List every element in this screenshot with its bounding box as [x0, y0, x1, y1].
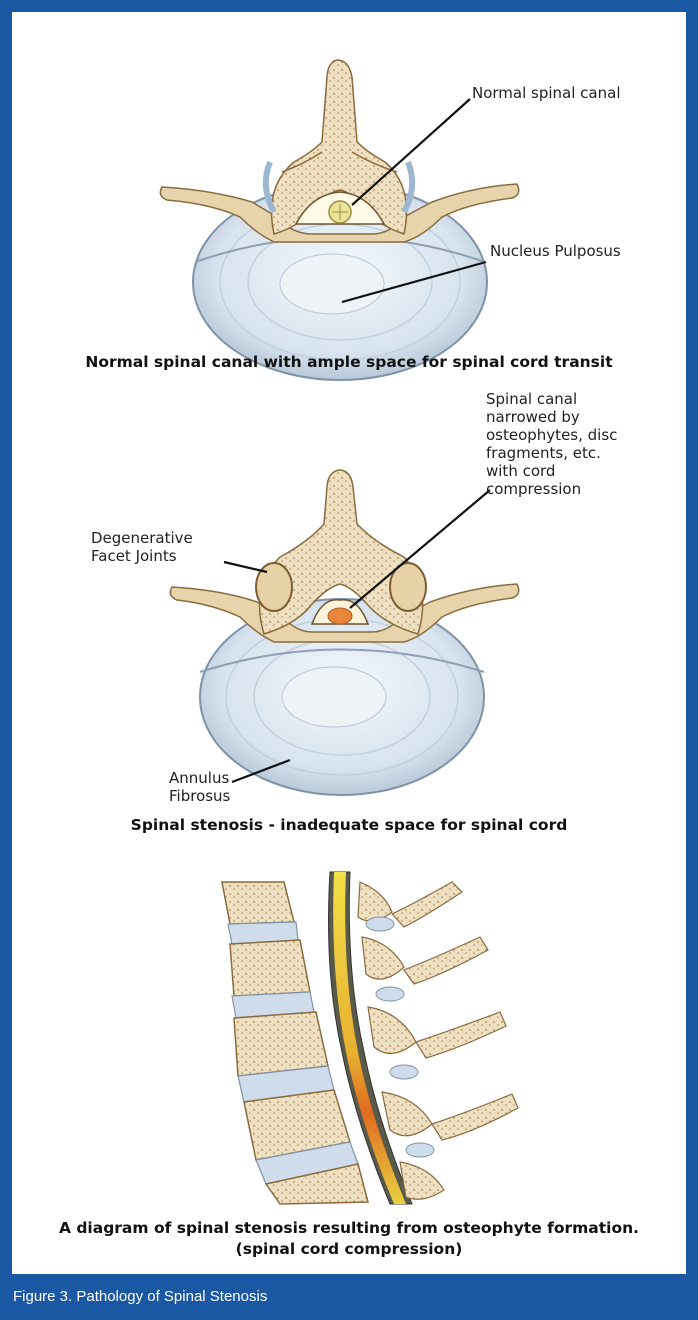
illustration-canvas	[12, 12, 686, 1274]
caption-normal: Normal spinal canal with ample space for…	[12, 352, 686, 373]
sagittal-spine	[212, 867, 552, 1207]
label-degenerative-facet-joints: Degenerative Facet Joints	[91, 529, 193, 565]
label-nucleus-pulposus: Nucleus Pulposus	[490, 242, 621, 260]
caption-sagittal: A diagram of spinal stenosis resulting f…	[12, 1218, 686, 1260]
stenosis-vertebra	[170, 470, 518, 795]
caption-stenosis: Spinal stenosis - inadequate space for s…	[12, 815, 686, 836]
label-spinal-canal-narrowed: Spinal canal narrowed by osteophytes, di…	[486, 390, 617, 498]
normal-vertebra	[160, 60, 518, 380]
label-annulus-fibrosus: Annulus Fibrosus	[169, 769, 230, 805]
label-normal-spinal-canal: Normal spinal canal	[472, 84, 620, 102]
figure-caption: Figure 3. Pathology of Spinal Stenosis	[13, 1288, 267, 1305]
figure-footer: Figure 3. Pathology of Spinal Stenosis	[0, 1274, 698, 1320]
figure-panel: Normal spinal canal Nucleus Pulposus Nor…	[12, 12, 686, 1274]
